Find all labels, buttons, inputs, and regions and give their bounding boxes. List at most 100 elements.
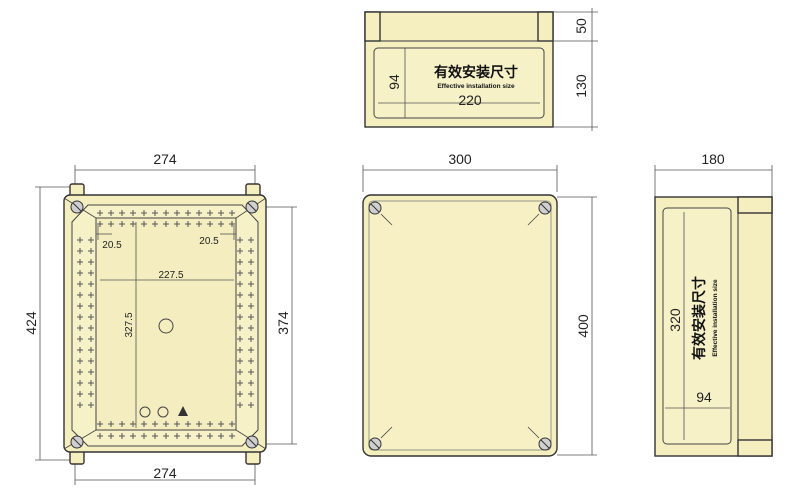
mounting-point <box>174 221 180 227</box>
mounting-point <box>248 259 254 265</box>
mounting-point <box>97 421 103 427</box>
mounting-point <box>130 221 136 227</box>
mounting-point <box>248 358 254 364</box>
mounting-point <box>97 221 103 227</box>
mounting-point <box>237 347 243 353</box>
mounting-point <box>77 402 83 408</box>
mounting-point <box>88 358 94 364</box>
mounting-point <box>108 210 114 216</box>
mounting-point <box>248 314 254 320</box>
mounting-point <box>108 221 114 227</box>
mounting-point <box>88 336 94 342</box>
mounting-point <box>207 421 213 427</box>
back-view-offset-right: 20.5 <box>199 236 219 247</box>
side-view-label-cn: 有效安装尺寸 <box>691 276 708 360</box>
mounting-point <box>88 259 94 265</box>
back-view-inner-width: 227.5 <box>158 270 183 281</box>
mounting-point <box>77 369 83 375</box>
mounting-point <box>77 281 83 287</box>
mounting-point <box>174 210 180 216</box>
mounting-point <box>248 303 254 309</box>
mounting-point <box>229 210 235 216</box>
mounting-point <box>119 433 125 439</box>
screw-icon <box>368 201 552 451</box>
mounting-point <box>119 221 125 227</box>
mounting-point <box>218 433 224 439</box>
mounting-points <box>77 210 254 439</box>
front-view: 300 400 <box>362 151 597 457</box>
back-view: 274 274 424 374 <box>23 151 297 485</box>
mounting-point <box>248 402 254 408</box>
mounting-point <box>77 259 83 265</box>
mounting-point <box>237 248 243 254</box>
mounting-point <box>77 336 83 342</box>
mounting-point <box>218 421 224 427</box>
mounting-point <box>174 421 180 427</box>
side-view-installation-area <box>662 207 732 445</box>
mounting-point <box>77 303 83 309</box>
mounting-point <box>163 210 169 216</box>
mounting-point <box>88 292 94 298</box>
mounting-point <box>152 221 158 227</box>
mounting-point <box>185 210 191 216</box>
back-view-height-total: 424 <box>23 311 39 335</box>
mounting-point <box>237 270 243 276</box>
mounting-point <box>237 259 243 265</box>
back-view-width-bottom: 274 <box>153 465 177 481</box>
top-view: 94 有效安装尺寸 Effective installation size 22… <box>364 8 598 131</box>
mounting-point <box>130 433 136 439</box>
screw-icon <box>70 200 259 449</box>
side-view-label-en: Effective installation size <box>712 279 719 357</box>
side-view-inner-width: 94 <box>696 389 712 405</box>
mounting-point <box>185 433 191 439</box>
mounting-point <box>77 358 83 364</box>
mounting-point <box>88 369 94 375</box>
mounting-point <box>141 421 147 427</box>
drain-hole <box>157 406 169 418</box>
side-view-inner-height: 320 <box>667 308 683 332</box>
back-view-width-top: 274 <box>153 151 177 167</box>
top-view-inner-width: 220 <box>458 92 482 108</box>
top-view-label-en: Effective installation size <box>437 83 515 90</box>
top-view-height-lower: 130 <box>573 74 589 98</box>
mounting-point <box>229 221 235 227</box>
mounting-point <box>152 421 158 427</box>
mounting-point <box>237 325 243 331</box>
mounting-point <box>130 421 136 427</box>
back-view-mounting-area <box>95 217 237 431</box>
mounting-point <box>88 391 94 397</box>
mounting-point <box>88 303 94 309</box>
mounting-point <box>97 433 103 439</box>
top-view-right-flange <box>537 11 554 42</box>
mounting-point <box>248 380 254 386</box>
mounting-point <box>196 421 202 427</box>
back-view-inner-height: 327.5 <box>124 312 135 337</box>
mounting-point <box>248 391 254 397</box>
top-view-installation-area <box>373 47 545 119</box>
mounting-point <box>229 421 235 427</box>
mounting-point <box>163 221 169 227</box>
mounting-point <box>237 369 243 375</box>
top-view-height-upper: 50 <box>573 18 589 34</box>
mounting-point <box>237 314 243 320</box>
mounting-point <box>218 221 224 227</box>
side-view: 180 320 94 有效安装尺寸 Effective installation… <box>654 151 773 457</box>
mounting-point <box>88 314 94 320</box>
mounting-point <box>77 248 83 254</box>
mounting-point <box>141 210 147 216</box>
mounting-point <box>152 210 158 216</box>
warning-icon <box>178 406 188 416</box>
mounting-point <box>77 314 83 320</box>
mounting-point <box>237 336 243 342</box>
mounting-point <box>88 248 94 254</box>
mounting-point <box>77 270 83 276</box>
mounting-point <box>237 292 243 298</box>
mounting-point <box>237 380 243 386</box>
mounting-point <box>237 303 243 309</box>
top-view-label-cn: 有效安装尺寸 <box>434 64 518 81</box>
back-view-offset-left: 20.5 <box>102 240 122 251</box>
mounting-point <box>248 336 254 342</box>
mounting-point <box>77 292 83 298</box>
mounting-point <box>207 210 213 216</box>
mounting-point <box>88 281 94 287</box>
